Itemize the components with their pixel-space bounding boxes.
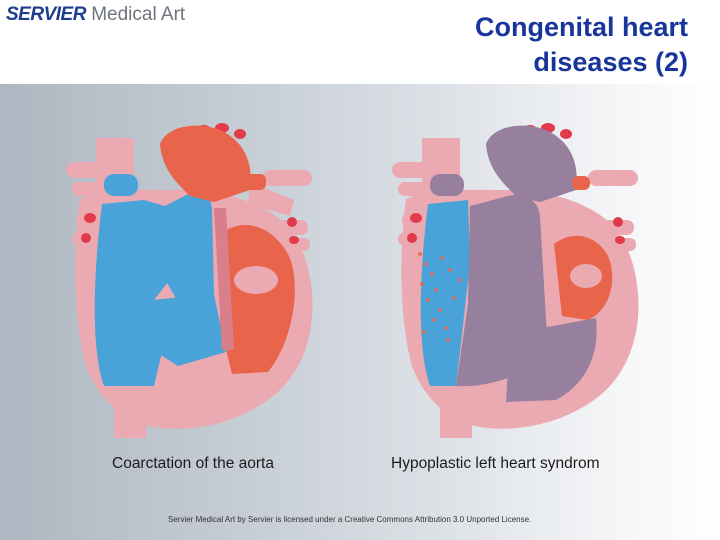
caption-coarctation: Coarctation of the aorta xyxy=(112,455,274,472)
atrial-septal-mixing xyxy=(418,252,462,342)
septum-detail xyxy=(214,208,278,350)
heart-diagram-hypoplastic-left-heart xyxy=(392,123,639,438)
hypoplastic-left-ventricle xyxy=(554,176,613,320)
logo-brand: SERVIER xyxy=(6,4,86,25)
left-heart-oxygenated xyxy=(160,125,295,374)
inferior-vena-cava xyxy=(440,388,472,438)
logo-subtitle: Medical Art xyxy=(91,4,186,25)
right-heart-deoxygenated xyxy=(94,174,226,386)
inferior-vena-cava xyxy=(114,388,146,438)
slide-title: Congenital heart diseases (2) xyxy=(474,12,688,77)
right-atrium-deoxygenated xyxy=(420,200,470,386)
caption-hypoplastic-left-heart: Hypoplastic left heart syndrom xyxy=(391,455,600,472)
pulmonary-veins xyxy=(248,182,294,216)
mixed-blood-circulation xyxy=(430,125,597,402)
heart-diagram-coarctation xyxy=(66,123,313,438)
license-credit: Servier Medical Art by Servier is licens… xyxy=(168,515,532,524)
servier-logo: SERVIER Medical Art xyxy=(6,4,185,26)
